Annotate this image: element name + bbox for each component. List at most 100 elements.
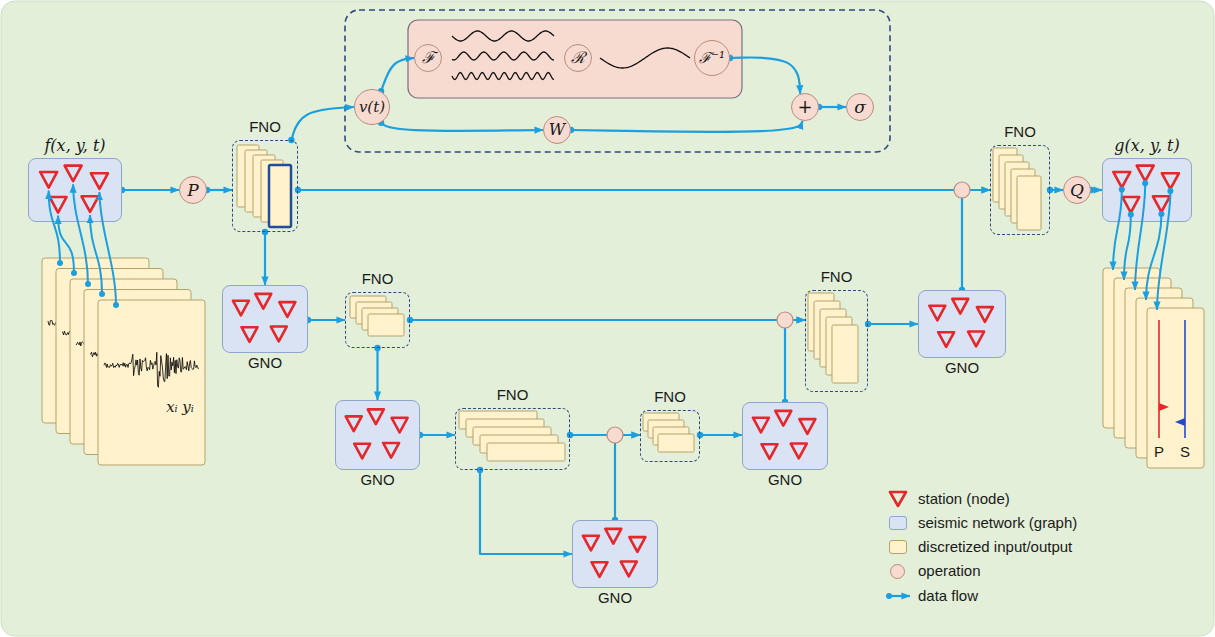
station-symbol <box>799 419 815 434</box>
station-symbol <box>64 165 81 181</box>
layer-stack <box>231 139 297 231</box>
legend-item: station (node) <box>918 489 1010 509</box>
data-flow-arrow <box>730 57 800 93</box>
station-symbol <box>620 561 636 576</box>
station-symbol <box>81 196 98 212</box>
node-label: ℱ⁻¹ <box>699 51 725 66</box>
s-pick-peak <box>1175 418 1185 426</box>
station-symbol <box>582 535 598 550</box>
fourier-mode-wave <box>600 48 690 68</box>
station-symbol <box>90 173 107 189</box>
station-symbol <box>383 442 399 457</box>
node-label: σ <box>854 99 866 116</box>
operation-circle: + <box>791 93 819 121</box>
node-label: GNO <box>768 471 802 489</box>
flow-start-dot <box>262 229 268 235</box>
station-symbol <box>1152 196 1169 212</box>
layer-stack <box>344 291 409 347</box>
node-label: FNO <box>654 388 686 406</box>
fno-block: FNO <box>345 292 410 348</box>
data-flow-arrow <box>420 434 455 436</box>
annotation-label: xᵢ yᵢ <box>166 398 194 416</box>
station-layout <box>918 290 1006 358</box>
flow-start-dot <box>1047 187 1053 193</box>
fno-block: FNO <box>990 145 1050 235</box>
station-symbol <box>1161 173 1178 189</box>
data-flow-arrow <box>480 470 572 554</box>
legend-swatch <box>889 540 907 554</box>
station-symbol <box>40 171 57 187</box>
seismic-network-box: GNO <box>742 402 828 470</box>
fno-block: FNO <box>455 408 570 470</box>
station-symbol <box>605 528 621 543</box>
station-symbol <box>790 443 806 458</box>
node-label: GNO <box>945 359 979 377</box>
output-picks <box>1103 268 1204 468</box>
spectral-panel <box>408 20 742 98</box>
operation-circle: v(t) <box>354 89 390 125</box>
legend-text: data flow <box>918 586 978 606</box>
data-flow-arrow <box>962 190 990 290</box>
station-symbol <box>761 444 777 459</box>
link-dot <box>1127 211 1133 217</box>
data-flow-arrow <box>381 58 414 91</box>
link-dot <box>57 260 63 266</box>
station-symbol <box>968 331 984 346</box>
link-dot <box>1167 187 1173 193</box>
station-trace-link <box>1113 189 1122 269</box>
feature-layer <box>269 165 291 227</box>
p-pick-line <box>1158 320 1160 438</box>
link-dot <box>113 302 119 308</box>
feature-layer <box>658 434 694 452</box>
flow-start-dot <box>697 432 703 438</box>
station-symbol <box>752 417 768 432</box>
node-label: FNO <box>497 386 529 404</box>
seismogram <box>104 352 198 387</box>
annotation-label: P <box>1154 443 1164 461</box>
legend-item: seismic network (graph) <box>918 513 1077 533</box>
p-pick-peak <box>1159 403 1169 411</box>
layer-stack <box>454 407 569 469</box>
station-symbol <box>241 327 257 342</box>
legend-text: seismic network (graph) <box>918 513 1077 533</box>
link-dot <box>99 291 105 297</box>
feature-layer <box>1017 176 1041 230</box>
data-flow-arrow <box>207 189 232 191</box>
seismic-network-box: GNO <box>918 290 1006 358</box>
data-flow-arrow <box>264 232 266 285</box>
link-dot <box>71 270 77 276</box>
flow-start-dot <box>477 467 483 473</box>
station-symbol <box>49 196 66 212</box>
input-trace-card <box>98 300 205 465</box>
station-trace-link <box>1135 183 1145 290</box>
node-label: GNO <box>248 354 282 372</box>
input-waveforms <box>42 258 205 465</box>
station-trace-link <box>1157 190 1170 309</box>
annotation-label: S <box>1180 443 1190 461</box>
station-layout <box>572 520 658 588</box>
data-flow-arrow <box>376 348 378 400</box>
data-flow-arrow <box>298 189 990 191</box>
node-label: ℱ <box>422 50 435 66</box>
station-layout <box>222 285 308 353</box>
flow-start-dot <box>567 432 573 438</box>
feature-layer <box>368 314 404 336</box>
station-symbol <box>1113 171 1130 187</box>
data-flow-arrow <box>615 435 640 520</box>
node-label: f(x, y, t) <box>44 137 105 155</box>
station-symbol <box>591 562 607 577</box>
node-label: + <box>797 98 812 116</box>
seismic-network-box: GNO <box>572 520 658 588</box>
legend-text: discretized input/output <box>918 537 1072 557</box>
node-label: FNO <box>249 118 281 136</box>
feature-layer <box>487 443 565 461</box>
flow-start-dot <box>407 317 413 323</box>
operation-circle: Q <box>1063 176 1091 204</box>
legend-item: operation <box>918 561 981 581</box>
link-dot <box>1118 186 1124 192</box>
data-flow-arrow <box>785 320 805 402</box>
link-dot <box>1142 180 1148 186</box>
layer-stack <box>989 144 1049 234</box>
fourier-mode-wave <box>452 73 554 80</box>
